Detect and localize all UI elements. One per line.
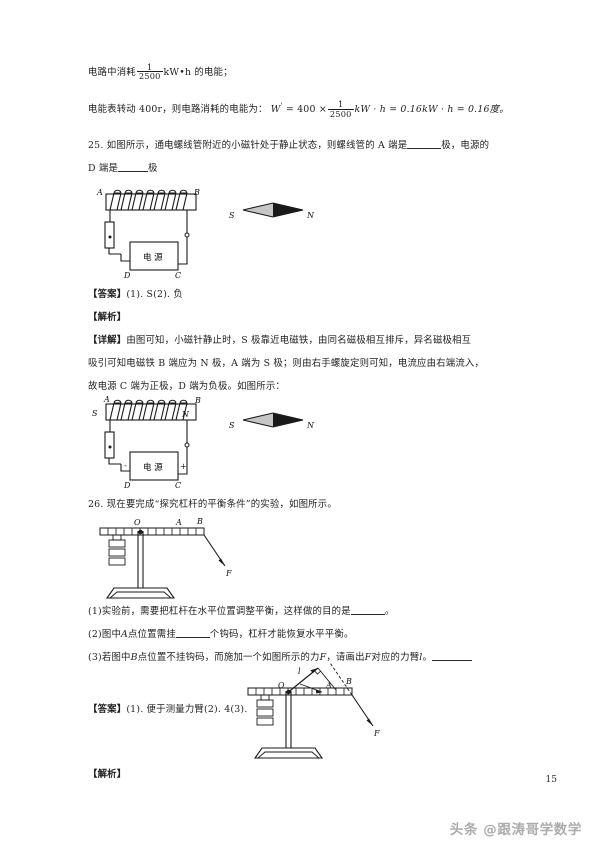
- label-D: D: [123, 481, 131, 490]
- q26-3-point-label: B: [130, 652, 138, 663]
- q26-3-arm-label: l: [419, 652, 423, 663]
- q26-3-text-a: (3)若图中: [88, 652, 131, 663]
- answer-label: 【答案】: [88, 289, 127, 300]
- label-pole-S: S: [92, 409, 98, 418]
- q26-1-text: (1)实验前，需要把杠杆在水平位置调整平衡，这样做的目的是: [88, 606, 351, 617]
- q26-3-force-label-2: F: [364, 652, 372, 663]
- label-plus-terminal: +: [180, 462, 187, 471]
- formula-eq: = 400 ×: [285, 104, 327, 116]
- detail-25-line2: 吸引可知电磁铁 B 端应为 N 极，A 端为 S 极；则由右手螺旋定则可知，电流…: [88, 358, 485, 369]
- compass-label-N: N: [306, 421, 315, 430]
- q26-3-blank[interactable]: [432, 651, 473, 661]
- q25-text-d: 极: [148, 163, 158, 174]
- q26-1-period: 。: [384, 606, 395, 617]
- label-B: B: [345, 677, 352, 686]
- q26-3-text-e: 。: [422, 652, 433, 663]
- q25-blank-2[interactable]: [118, 162, 149, 172]
- compass-label-S: S: [229, 421, 235, 430]
- fraction-numerator: 1: [147, 62, 153, 72]
- q26-3-text-d: 对应的力臂: [371, 652, 420, 663]
- energy-suffix: kW•h 的电能；: [163, 66, 233, 78]
- detail-label: 【详解】: [88, 335, 127, 346]
- label-A: A: [325, 681, 332, 690]
- detail-25-line1: 【详解】由图可知，小磁针静止时，S 极靠近电磁铁，由同名磁极相互排斥，异名磁极相…: [88, 334, 471, 347]
- answer-value: (1). 便于测量力臂(2). 4(3).: [126, 704, 248, 715]
- answer-26: 【答案】(1). 便于测量力臂(2). 4(3).: [88, 703, 247, 716]
- q25-text-a: 25. 如图所示，通电螺线管附近的小磁针处于静止状态，则螺线管的 A 端是: [88, 140, 408, 151]
- q26-3-text-b: 点位置不挂钩码，而施加一个如图所示的力: [137, 652, 320, 663]
- label-moment-arm-l: l: [298, 667, 301, 676]
- compass-label-N: N: [306, 211, 315, 220]
- compass-label-S: S: [229, 211, 235, 220]
- question-26-sub1: (1)实验前，需要把杠杆在水平位置调整平衡，这样做的目的是 。: [88, 605, 394, 618]
- figure-lever-answer: O A B F l: [240, 662, 430, 766]
- meter-prefix: 电能表转动 400r，则电路消耗的电能为：: [88, 104, 268, 116]
- label-C: C: [175, 481, 181, 490]
- page-number: 15: [545, 775, 557, 785]
- q26-2-text-c: 个钩码，杠杆才能恢复水平平衡。: [209, 629, 354, 640]
- label-power-source: 电 源: [143, 462, 163, 473]
- label-power-source: 电 源: [143, 252, 163, 263]
- analysis-label-25: 【解析】: [88, 312, 127, 323]
- answer-25: 【答案】(1). S(2). 负: [88, 288, 183, 301]
- q26-1-blank[interactable]: [350, 605, 385, 615]
- fraction-denominator: 2500: [136, 71, 163, 82]
- label-pole-N: N: [181, 410, 190, 419]
- answer-value: (1). S(2). 负: [126, 289, 183, 300]
- question-25-line1: 25. 如图所示，通电螺线管附近的小磁针处于静止状态，则螺线管的 A 端是 极，电…: [88, 139, 489, 152]
- label-B: B: [193, 188, 200, 197]
- label-F: F: [373, 729, 380, 738]
- formula-tail: kW · h = 0.16kW · h = 0.16度。: [354, 104, 509, 116]
- watermark: 头条 @跟涛哥学数学: [449, 822, 582, 838]
- q25-blank-1[interactable]: [407, 139, 442, 149]
- label-A: A: [103, 395, 110, 404]
- label-minus-terminal: -: [124, 461, 127, 470]
- figure-solenoid-circuit-q25: 电 源 A B D C S N: [88, 182, 368, 287]
- label-D: D: [123, 271, 131, 280]
- compass-needle: [242, 412, 304, 428]
- q26-2-text-a: (2)图中: [88, 629, 122, 640]
- answer-label: 【答案】: [88, 704, 127, 715]
- detail-25-line3: 故电源 C 端为正极，D 端为负极。如图所示：: [88, 381, 285, 392]
- label-O: O: [134, 518, 141, 527]
- question-26-sub2: (2)图中A点位置需挂 个钩码，杠杆才能恢复水平平衡。: [88, 628, 354, 641]
- figure-lever-q26: O A B F: [92, 514, 292, 606]
- question-26-sub3: (3)若图中B点位置不挂钩码，而施加一个如图所示的力F，请画出F对应的力臂l。: [88, 651, 473, 664]
- q26-2-text-b: 点位置需挂: [128, 629, 176, 640]
- formula-w: W: [270, 104, 281, 116]
- question-25-line2: D 端是 极: [88, 162, 158, 175]
- label-B: B: [196, 517, 203, 526]
- q26-3-force-label: F: [319, 652, 327, 663]
- analysis-label-26: 【解析】: [88, 769, 127, 780]
- q26-2-point-label: A: [121, 629, 129, 640]
- label-F: F: [225, 569, 232, 578]
- label-O: O: [278, 681, 285, 690]
- q26-3-text-c: ，请画出: [326, 652, 365, 663]
- compass-needle: [242, 202, 304, 218]
- label-A: A: [175, 518, 182, 527]
- figure-solenoid-circuit-answer: 电 源 A B S N D C - + S N: [88, 392, 368, 497]
- label-B: B: [194, 396, 201, 405]
- question-26-stem: 26. 现在要完成“探究杠杆的平衡条件”的实验，如图所示。: [88, 499, 337, 510]
- q26-2-blank[interactable]: [175, 628, 210, 638]
- q25-text-b: 极，电源的: [441, 140, 490, 151]
- fraction-numerator: 1: [337, 99, 344, 110]
- q25-text-c: D 端是: [88, 163, 119, 174]
- energy-prefix: 电路中消耗: [88, 66, 136, 78]
- detail-text-1: 由图可知，小磁针静止时，S 极靠近电磁铁，由同名磁极相互排斥，异名磁极相互: [126, 335, 472, 346]
- formula-prime: ': [280, 102, 283, 110]
- label-C: C: [175, 271, 181, 280]
- label-A: A: [96, 188, 103, 197]
- fraction-denominator: 2500: [327, 108, 354, 119]
